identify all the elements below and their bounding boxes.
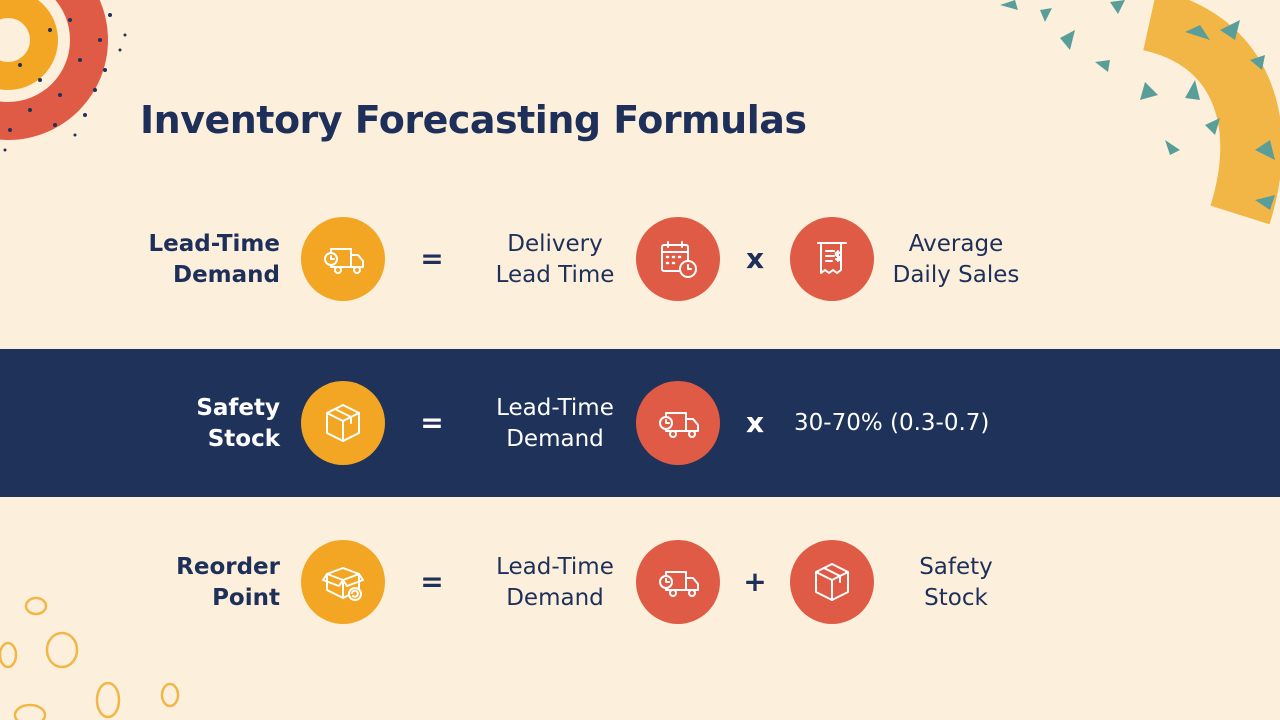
formula-reorder-point: Reorder Point = Lead-Time Demand + xyxy=(0,532,1280,632)
multiply-operator: x xyxy=(745,406,765,439)
formula-term-label: Lead-Time Demand xyxy=(496,395,614,452)
equals-operator: = xyxy=(420,406,444,439)
receipt-dollar-icon xyxy=(790,217,874,301)
formula-term-label: Delivery Lead Time xyxy=(495,231,615,288)
delivery-truck-icon xyxy=(636,540,720,624)
formula-result-label: Reorder Point xyxy=(176,554,280,611)
multiply-operator: x xyxy=(745,242,765,275)
box-icon xyxy=(301,381,385,465)
equals-operator: = xyxy=(420,565,444,598)
box-icon xyxy=(790,540,874,624)
formula-term-label: 30-70% (0.3-0.7) xyxy=(794,410,990,436)
formula-safety-stock: Safety Stock = Lead-Time Demand x 30-70%… xyxy=(0,373,1280,473)
formula-result-label: Safety Stock xyxy=(196,395,280,452)
box-refresh-icon xyxy=(301,540,385,624)
formula-lead-time-demand: Lead-Time Demand = Delivery Lead Time x xyxy=(0,209,1280,309)
page-title: Inventory Forecasting Formulas xyxy=(140,98,807,142)
calendar-clock-icon xyxy=(636,217,720,301)
plus-operator: + xyxy=(743,565,767,598)
formula-term-label: Average Daily Sales xyxy=(892,231,1020,288)
equals-operator: = xyxy=(420,242,444,275)
delivery-truck-icon xyxy=(301,217,385,301)
formula-term-label: Lead-Time Demand xyxy=(496,554,614,611)
formula-term-label: Safety Stock xyxy=(919,554,993,611)
delivery-truck-icon xyxy=(636,381,720,465)
formula-result-label: Lead-Time Demand xyxy=(148,231,280,288)
